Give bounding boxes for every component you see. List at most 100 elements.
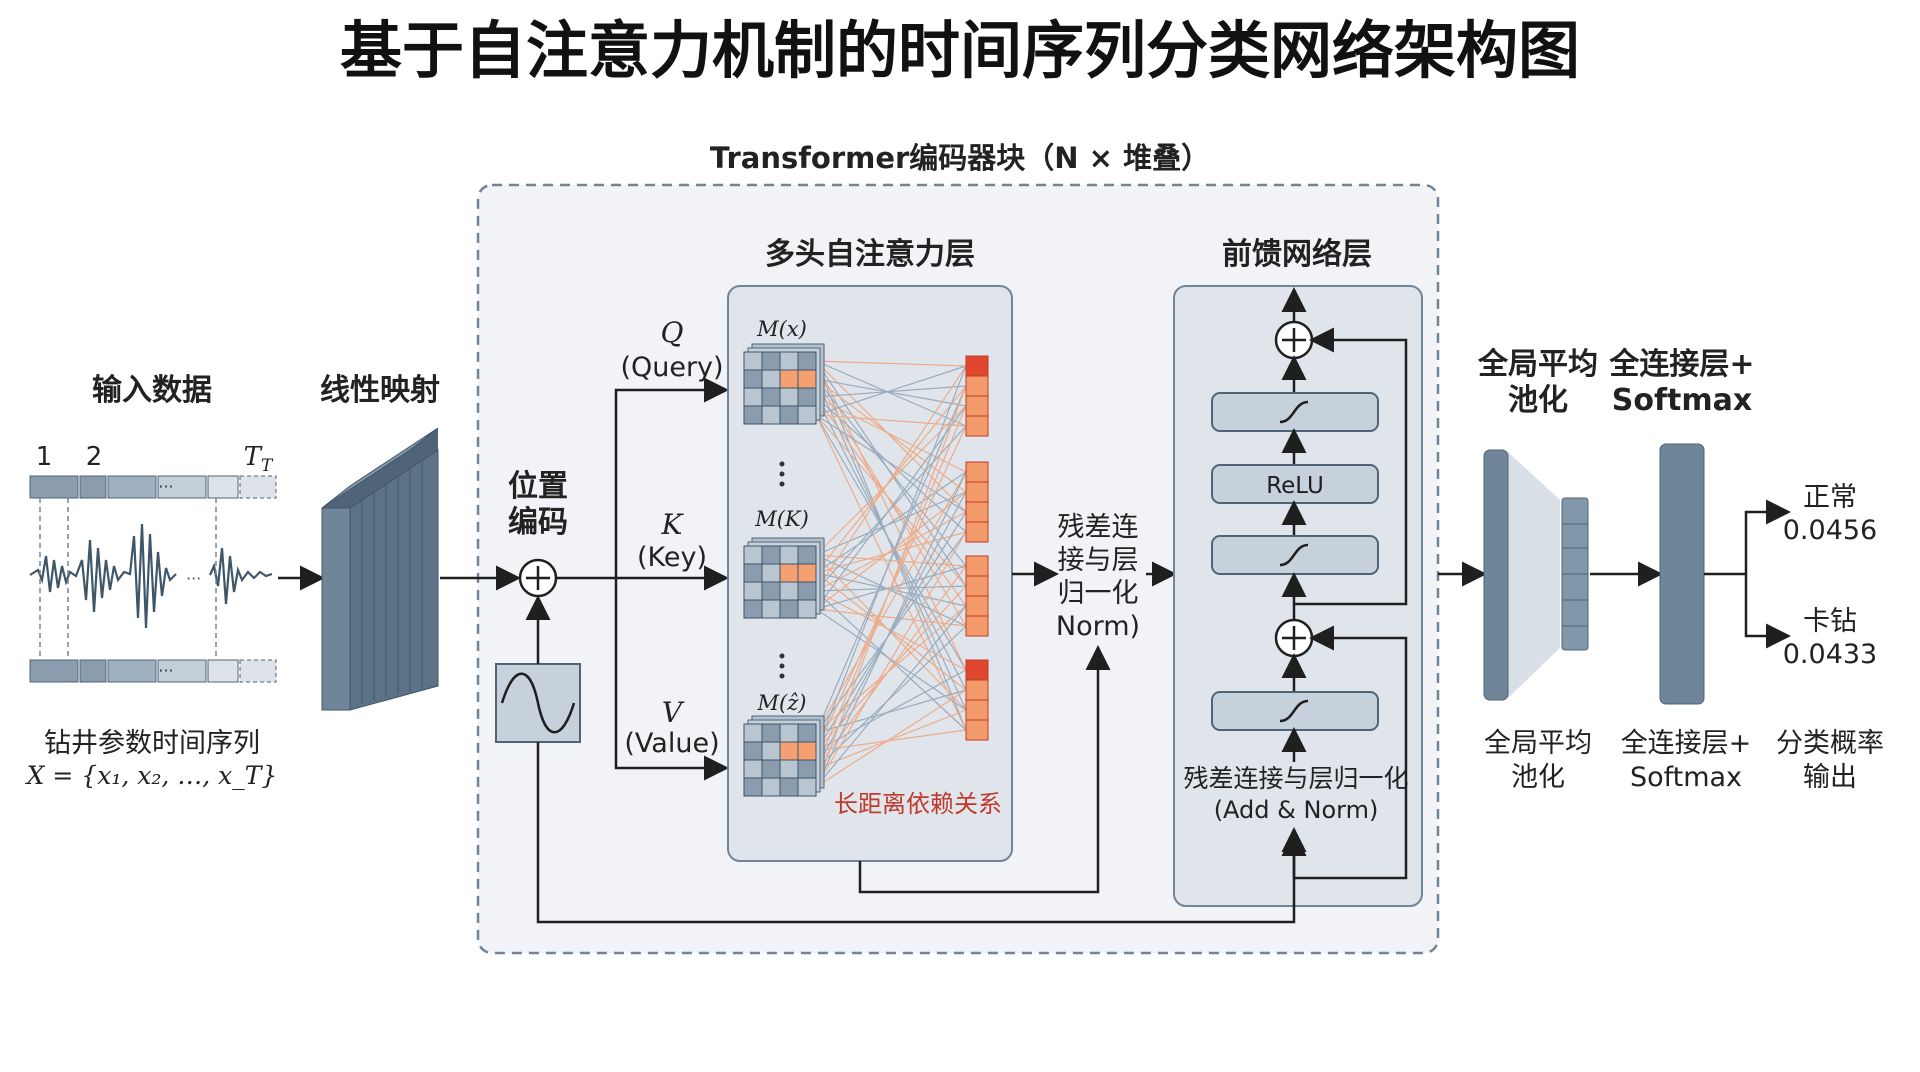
attention-output-cell <box>965 699 989 721</box>
k-label: (Key) <box>637 542 707 573</box>
matrix-label-1: M(x) <box>756 317 807 341</box>
attention-output-cell <box>965 521 989 543</box>
attention-connection <box>815 471 967 788</box>
v-label: (Value) <box>624 728 719 759</box>
svg-text:Norm): Norm) <box>1056 611 1140 642</box>
attention-output-cell <box>965 501 989 523</box>
q-label: (Query) <box>620 352 723 383</box>
attention-output-cell <box>965 595 989 617</box>
attention-connection <box>815 405 967 610</box>
matrix-label-3: M(ẑ) <box>757 691 807 715</box>
pooling-heading-1: 全局平均 <box>1477 347 1598 382</box>
ffn-add-node-bottom <box>1274 618 1314 658</box>
attention-connection <box>815 531 967 788</box>
ffn-add-node-top <box>1274 320 1314 360</box>
matrix-label-2: M(K) <box>754 507 809 531</box>
sine-wave-icon <box>495 663 581 743</box>
attention-output-cell <box>965 375 989 397</box>
svg-text:ReLU: ReLU <box>1266 473 1324 499</box>
input-tick-t: TT <box>244 442 274 476</box>
branch-q <box>614 377 729 578</box>
ffn-addnorm-label-2: (Add & Norm) <box>1214 796 1379 824</box>
arrow-output-1 <box>1744 499 1791 574</box>
attention-connection-lines <box>815 360 967 788</box>
input-tick-2: 2 <box>86 442 103 472</box>
attention-output-cell <box>965 461 989 483</box>
attention-matrix-1 <box>743 343 825 425</box>
attention-connection <box>815 414 967 427</box>
output-2-label: 卡钻 <box>1803 606 1857 637</box>
attention-connection <box>815 360 967 427</box>
attention-connection <box>815 365 967 592</box>
svg-text:···: ··· <box>158 477 173 496</box>
attention-connection <box>815 709 967 770</box>
attention-connection <box>815 396 967 473</box>
attention-output-cell <box>965 719 989 741</box>
attention-output-cell <box>965 555 989 577</box>
svg-text:···: ··· <box>186 569 201 588</box>
global-skip-line <box>536 742 1307 924</box>
attention-matrix-2 <box>743 537 825 619</box>
activation-block-2 <box>1211 535 1379 575</box>
fc-caption-2: Softmax <box>1630 762 1742 793</box>
activation-block-1 <box>1211 392 1379 432</box>
output-caption-2: 输出 <box>1803 762 1857 793</box>
long-range-label: 长距离依赖关系 <box>834 790 1002 818</box>
fc-block <box>1659 443 1705 705</box>
attention-connection <box>815 471 967 734</box>
attention-connection <box>815 360 967 671</box>
q-symbol: Q <box>661 316 684 349</box>
pooling-caption-1: 全局平均 <box>1484 728 1592 759</box>
attention-connection <box>815 414 967 513</box>
input-formula: X = {x₁, x₂, …, x_T} <box>25 761 278 790</box>
diagram-title: 基于自注意力机制的时间序列分类网络架构图 <box>340 14 1580 87</box>
svg-text:残差连: 残差连 <box>1058 512 1139 543</box>
attention-connection <box>815 471 967 574</box>
attention-matrix-3 <box>743 715 825 797</box>
attention-connection <box>815 378 967 407</box>
addnorm-1-text: 残差连 接与层 归一化 Norm) <box>1056 512 1140 642</box>
branch-v <box>614 578 729 781</box>
input-heading: 输入数据 <box>92 373 212 408</box>
fc-caption-1: 全连接层+ <box>1621 728 1752 759</box>
attention-connection <box>815 360 967 513</box>
encoder-title: Transformer编码器块（N × 堆叠） <box>710 141 1210 175</box>
pooling-input-bar <box>1483 449 1509 701</box>
linear-projection-block <box>321 427 439 711</box>
attention-connection <box>815 729 967 752</box>
attention-output-cell <box>965 395 989 417</box>
input-tokens-bottom: ··· <box>29 659 277 683</box>
attention-output-cell <box>965 481 989 503</box>
input-tokens-top: ··· <box>29 475 277 499</box>
output-1-label: 正常 <box>1803 482 1857 513</box>
output-2-prob: 0.0433 <box>1783 639 1877 670</box>
input-tick-1: 1 <box>36 442 53 472</box>
attention-matrices <box>743 343 825 797</box>
input-waveform: ··· <box>29 523 273 629</box>
attention-output-cell <box>965 659 989 681</box>
pooling-heading-2: 池化 <box>1508 383 1568 418</box>
pooling-caption-2: 池化 <box>1511 762 1565 793</box>
attention-connection <box>815 396 967 533</box>
attention-connection <box>815 385 967 788</box>
relu-block: ReLU <box>1211 464 1379 504</box>
output-caption-1: 分类概率 <box>1776 728 1884 759</box>
attention-output-cell <box>965 415 989 437</box>
attention-connection <box>815 360 967 367</box>
attention-connection <box>815 689 967 788</box>
attention-connection <box>815 385 967 398</box>
posenc-add-node <box>518 558 558 598</box>
ellipsis-dots <box>779 461 785 679</box>
svg-text:接与层: 接与层 <box>1058 545 1139 576</box>
ffn-heading: 前馈网络层 <box>1222 237 1372 272</box>
output-1-prob: 0.0456 <box>1783 515 1877 546</box>
attention-connection <box>815 605 967 788</box>
ffn-addnorm-label-1: 残差连接与层归一化 <box>1183 764 1408 793</box>
attention-connection <box>815 608 967 627</box>
svg-text:归一化: 归一化 <box>1058 578 1139 609</box>
attention-connection <box>815 414 967 587</box>
attention-connection <box>815 689 967 734</box>
attention-heading: 多头自注意力层 <box>765 237 975 272</box>
input-caption: 钻井参数时间序列 <box>44 728 260 759</box>
attention-output-column <box>965 355 989 741</box>
